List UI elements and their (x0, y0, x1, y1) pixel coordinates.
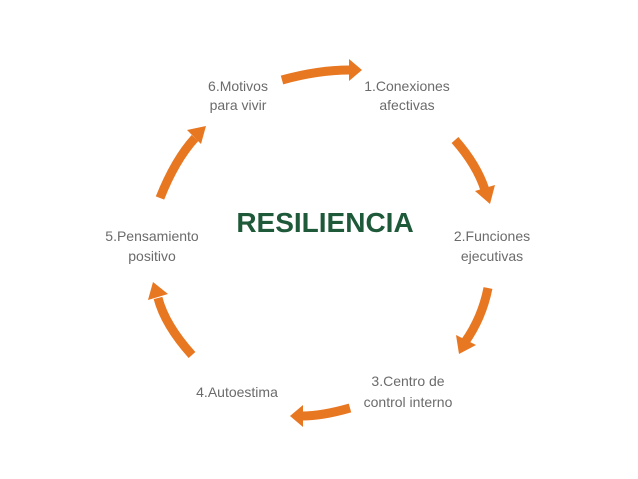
node-2-line-1: 2.Funciones (454, 228, 530, 244)
node-3-line-2: control interno (364, 394, 453, 410)
node-3-line-1: 3.Centro de (371, 373, 444, 389)
arrow-4-to-5 (148, 282, 196, 359)
node-conexiones-afectivas: 1.Conexiones afectivas (364, 78, 450, 113)
arrow-3-to-4 (290, 403, 352, 427)
node-centro-control-interno: 3.Centro de control interno (364, 373, 453, 410)
node-6-line-1: 6.Motivos (208, 78, 268, 94)
center-title: RESILIENCIA (236, 207, 413, 238)
arrow-2-to-3 (456, 287, 493, 354)
arrow-5-to-6 (155, 126, 206, 200)
node-5-line-2: positivo (128, 248, 176, 264)
arrow-1-to-2 (451, 137, 495, 204)
node-1-line-1: 1.Conexiones (364, 78, 450, 94)
node-autoestima: 4.Autoestima (196, 384, 278, 400)
arrow-6-to-1 (280, 59, 362, 85)
node-pensamiento-positivo: 5.Pensamiento positivo (105, 228, 199, 264)
node-1-line-2: afectivas (379, 97, 434, 113)
node-motivos-para-vivir: 6.Motivos para vivir (208, 78, 268, 113)
node-6-line-2: para vivir (210, 97, 267, 113)
node-5-line-1: 5.Pensamiento (105, 228, 199, 244)
node-funciones-ejecutivas: 2.Funciones ejecutivas (454, 228, 530, 264)
node-2-line-2: ejecutivas (461, 248, 523, 264)
node-4-line-1: 4.Autoestima (196, 384, 278, 400)
